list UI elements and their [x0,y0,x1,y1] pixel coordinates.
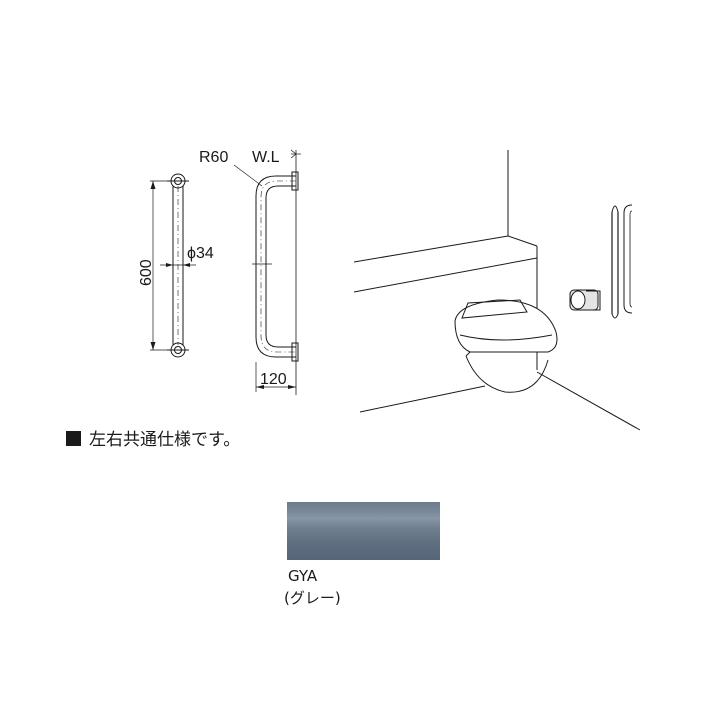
length-dimension-label: 600 [138,259,155,286]
color-swatch [287,502,440,560]
side-view-grab-bar [233,149,301,395]
spec-note: 左右共通仕様です。 [66,428,240,452]
square-bullet-icon [66,431,81,446]
color-code: GYA [288,567,318,585]
front-view-grab-bar [150,173,196,358]
diameter-dimension-label: ϕ34 [187,245,214,262]
water-line-label: W.L [252,149,280,166]
spec-note-text: 左右共通仕様です。 [89,430,241,450]
color-name: (グレー) [284,589,341,607]
projection-dimension-label: 120 [260,371,287,388]
installation-illustration [353,150,641,431]
radius-dimension-label: R60 [199,149,228,166]
